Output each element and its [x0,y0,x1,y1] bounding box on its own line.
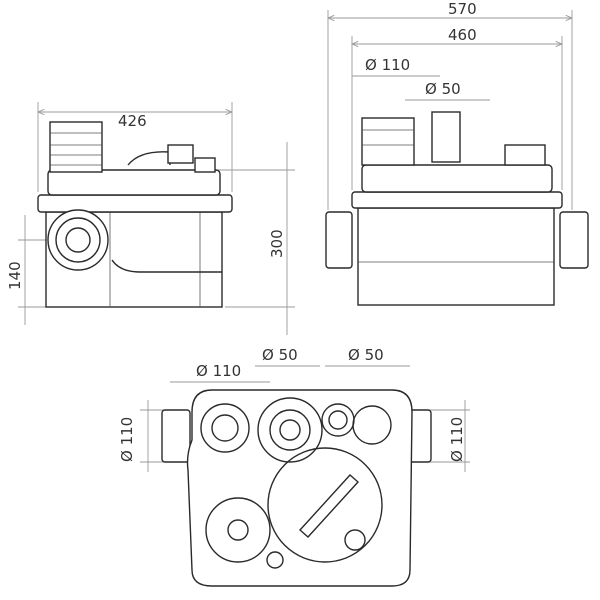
front-outlet-small-label: Ø 50 [425,80,461,98]
top-right-label: Ø 50 [348,346,384,364]
top-left-label: Ø 110 [196,362,241,380]
front-overall-width-label: 570 [448,0,477,18]
front-body-width-label: 460 [448,26,477,44]
side-inlet-height-label: 140 [6,261,24,290]
right-side-label: Ø 110 [448,417,466,462]
front-outlet-large-label: Ø 110 [365,56,410,74]
top-view: Ø 110 Ø 50 Ø 50 Ø 110 Ø 110 [118,346,470,587]
side-height-label: 300 [268,229,286,258]
left-side-label: Ø 110 [118,417,136,462]
side-view: 426 300 140 [6,102,295,335]
front-view: 570 460 Ø 110 Ø 50 [325,0,589,306]
side-width-label: 426 [118,112,147,130]
top-mid-label: Ø 50 [262,346,298,364]
